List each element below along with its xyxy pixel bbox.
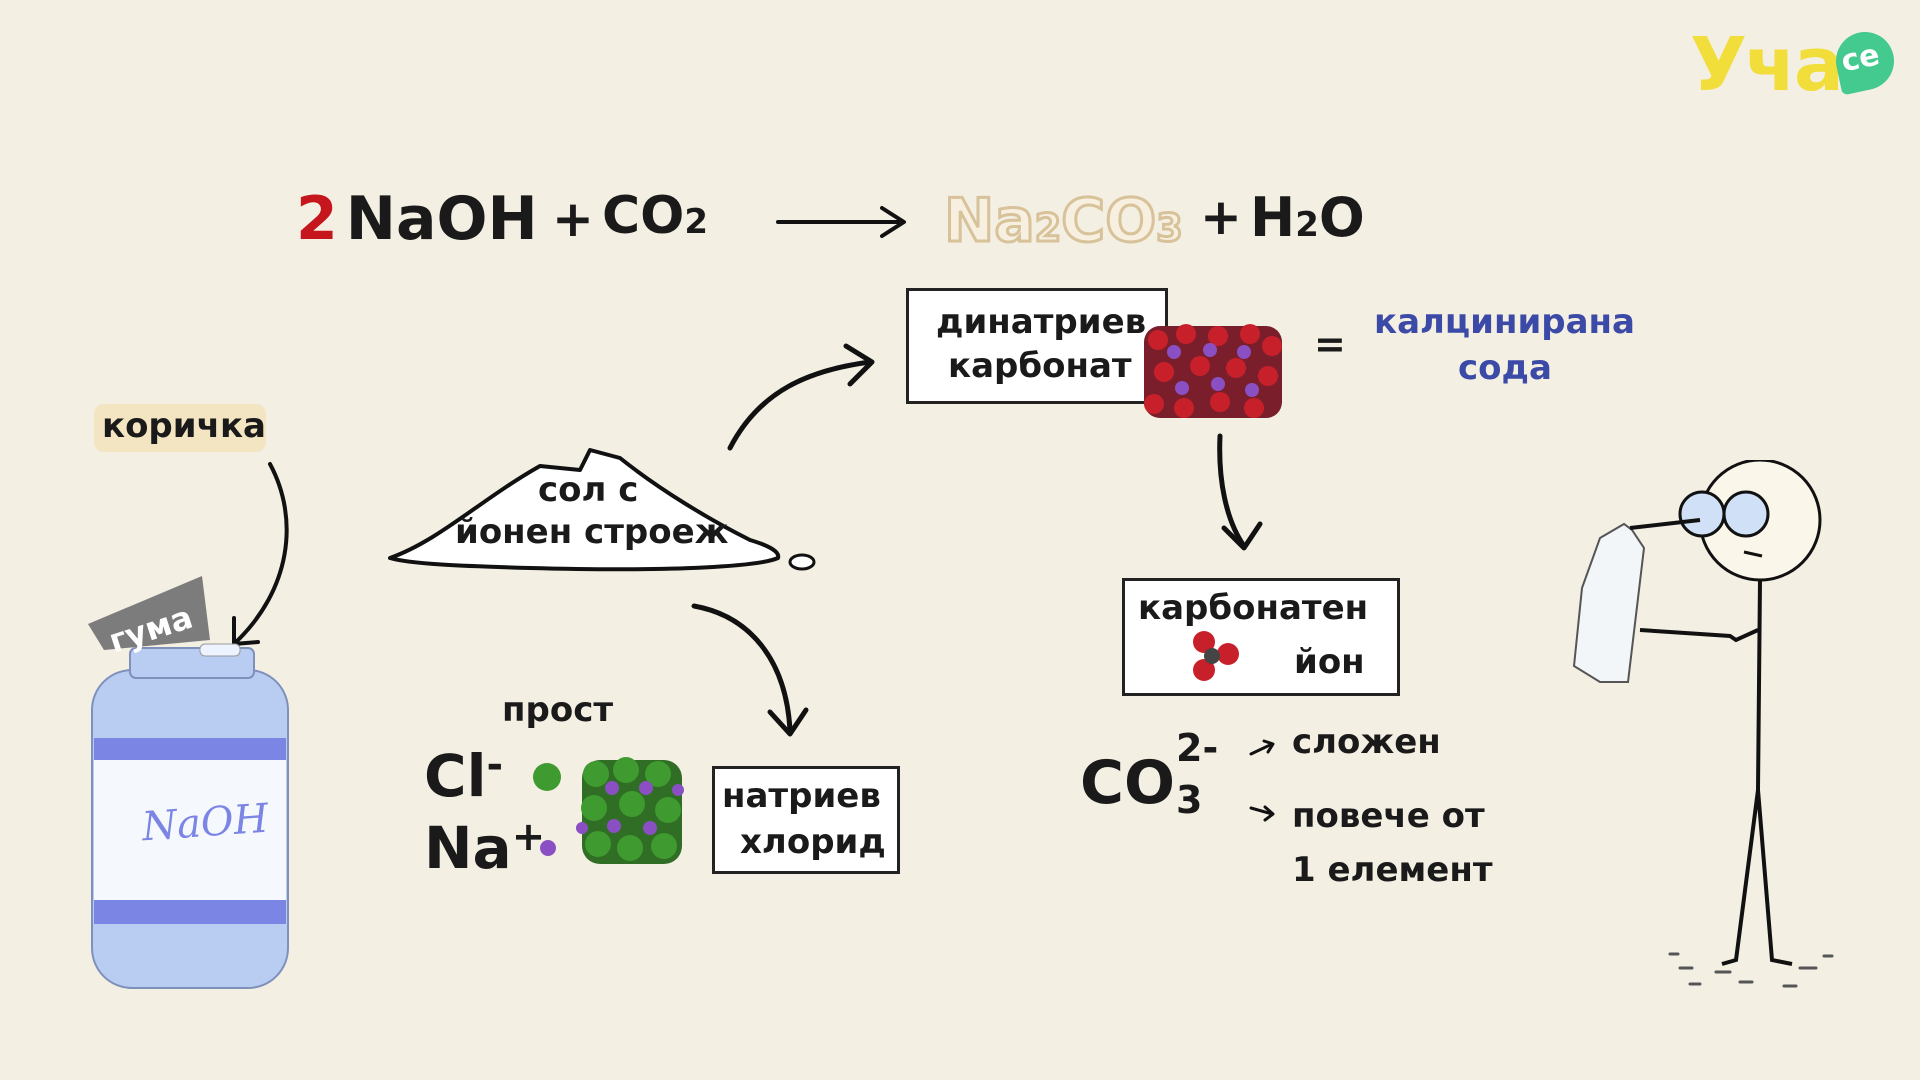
disodium-label-line1: динатриев xyxy=(936,302,1147,342)
equation-o: O xyxy=(1318,186,1365,249)
equation-naoh: NaOH xyxy=(345,184,538,254)
soda-label-line2: сода xyxy=(1458,348,1552,388)
co3-formula: CO xyxy=(1080,748,1175,818)
equation-h: H xyxy=(1250,186,1296,249)
prost-label: прост xyxy=(502,690,614,730)
korichka-highlight xyxy=(94,404,266,452)
korichka-label: коричка xyxy=(102,406,266,446)
co3-text: CO xyxy=(1080,748,1176,818)
equation-h2o: H2O xyxy=(1250,186,1365,249)
equals-sign: = xyxy=(1314,322,1346,366)
arrow-to-carbonate-ion xyxy=(1217,433,1263,551)
cl-symbol: Cl xyxy=(424,742,487,810)
na-ion: Na+ xyxy=(424,814,545,882)
equation-na: Na xyxy=(943,185,1037,258)
logo-text: Уча xyxy=(1690,22,1844,108)
brand-logo: Уча се xyxy=(1690,18,1900,108)
na2co3-lattice xyxy=(1144,324,1282,418)
bottle-label: NaOH xyxy=(140,795,270,851)
carbonate-molecule-icon xyxy=(1193,631,1239,681)
carbonate-label-line1: карбонатен xyxy=(1138,588,1369,628)
poveche-label-line2: 1 елемент xyxy=(1292,850,1493,890)
equation-plus-2: + xyxy=(1200,188,1242,246)
nacl-label-line2: хлорид xyxy=(740,822,886,862)
carbonate-label-line2: йон xyxy=(1294,642,1365,682)
co3-charge: 2- xyxy=(1176,726,1219,770)
slozhen-label: сложен xyxy=(1292,722,1441,762)
salt-label-line2: йонен строеж xyxy=(455,512,729,552)
nacl-lattice xyxy=(576,757,684,864)
chlorine-atom xyxy=(533,763,561,791)
equation-plus-1: + xyxy=(552,190,594,248)
arrow-to-carbonate xyxy=(727,343,875,451)
disodium-label-line2: карбонат xyxy=(948,346,1132,386)
sodium-atom xyxy=(540,840,556,856)
equation-co2: CO2 xyxy=(602,186,708,246)
disodium-carbonate-box xyxy=(906,288,1168,404)
carbonate-ion-box xyxy=(1122,578,1400,696)
equation-coefficient: 2 xyxy=(296,184,338,254)
soda-label-line1: калцинирана xyxy=(1374,302,1635,342)
cl-charge: - xyxy=(486,742,504,788)
logo-badge-text: се xyxy=(1838,37,1883,80)
equation-co-sub: 3 xyxy=(1155,205,1185,252)
equation-co: CO xyxy=(1060,185,1158,258)
nacl-label-line1: натриев xyxy=(722,776,881,816)
reaction-arrow xyxy=(776,206,906,238)
sodium-chloride-box xyxy=(712,766,900,874)
na-charge: + xyxy=(511,814,546,860)
arrow-to-chloride xyxy=(691,603,809,737)
poveche-label-line1: повече от xyxy=(1292,796,1485,836)
equation-na-sub: 2 xyxy=(1033,205,1063,252)
stick-figure-drinking xyxy=(1572,460,1834,988)
salt-pile xyxy=(388,448,816,572)
cl-ion: Cl- xyxy=(424,742,503,810)
co3-subscript: 3 xyxy=(1176,778,1203,822)
salt-label-line1: сол с xyxy=(538,470,639,510)
equation-h-sub: 2 xyxy=(1295,205,1319,245)
equation-co2-sub: 2 xyxy=(684,202,709,242)
naoh-bottle xyxy=(88,576,289,989)
arrow-to-slozhen xyxy=(1249,739,1275,756)
equation-na2co3: Na2CO3 xyxy=(943,185,1185,258)
na-symbol: Na xyxy=(424,814,512,882)
arrow-to-poveche xyxy=(1249,805,1275,822)
equation-co2-text: CO xyxy=(602,186,685,246)
